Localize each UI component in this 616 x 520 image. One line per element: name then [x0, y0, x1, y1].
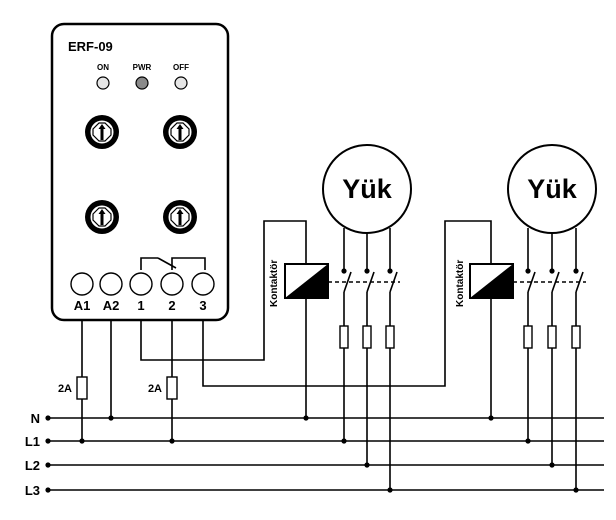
- terminal-a1[interactable]: [70, 272, 94, 296]
- line-l3: L3: [25, 483, 604, 498]
- fuse-t2-label: 2A: [148, 383, 162, 395]
- terminal-2[interactable]: [160, 272, 184, 296]
- indicator-pwr: PWR: [133, 63, 152, 90]
- load-2-label: Yük: [527, 174, 578, 204]
- knob-top-left-icon[interactable]: [85, 115, 119, 149]
- indicator-pwr-label: PWR: [133, 63, 152, 72]
- contactor-2-label: Kontaktör: [455, 260, 466, 307]
- indicator-off-label: OFF: [173, 63, 189, 72]
- terminal-3[interactable]: [191, 272, 215, 296]
- contactor-1-label: Kontaktör: [269, 260, 280, 307]
- terminal-a1-label: A1: [74, 298, 91, 313]
- knob-bottom-right-icon[interactable]: [163, 200, 197, 234]
- led-off-icon: [174, 76, 188, 90]
- terminal-a2[interactable]: [99, 272, 123, 296]
- relay-contact-icon: [140, 257, 206, 270]
- device-wiring: 2A 2A: [58, 220, 492, 444]
- line-l1: L1: [25, 434, 604, 449]
- line-n: N: [31, 411, 604, 426]
- terminal-1-label: 1: [137, 298, 144, 313]
- indicator-on-label: ON: [97, 63, 109, 72]
- terminal-a2-label: A2: [103, 298, 120, 313]
- fuse-a1: [76, 376, 88, 400]
- terminal-2-label: 2: [168, 298, 175, 313]
- contactor-group-2: Yük Kontaktör: [455, 144, 597, 493]
- erf-09-device: ERF-09 ON PWR OFF: [50, 22, 230, 322]
- fuse-a1-label: 2A: [58, 383, 72, 395]
- device-name: ERF-09: [68, 39, 113, 54]
- led-on-icon: [96, 76, 110, 90]
- fuse-t2: [166, 376, 178, 400]
- terminal-1[interactable]: [129, 272, 153, 296]
- load-1-label: Yük: [342, 174, 393, 204]
- line-n-label: N: [31, 411, 40, 426]
- line-l3-label: L3: [25, 483, 40, 498]
- knob-top-right-icon[interactable]: [163, 115, 197, 149]
- led-pwr-icon: [135, 76, 149, 90]
- indicator-on: ON: [96, 63, 110, 90]
- contactor-2-contacts: [523, 228, 584, 493]
- indicator-off: OFF: [173, 63, 189, 90]
- line-l2-label: L2: [25, 458, 40, 473]
- device-housing: [50, 22, 230, 322]
- line-l2: L2: [25, 458, 604, 473]
- knob-bottom-left-icon[interactable]: [85, 200, 119, 234]
- contactor-1-contacts: [339, 228, 398, 493]
- supply-lines: N L1 L2 L3: [25, 411, 604, 498]
- contactor-group-1: Yük Kontaktör: [269, 144, 412, 493]
- terminal-3-label: 3: [199, 298, 206, 313]
- line-l1-label: L1: [25, 434, 40, 449]
